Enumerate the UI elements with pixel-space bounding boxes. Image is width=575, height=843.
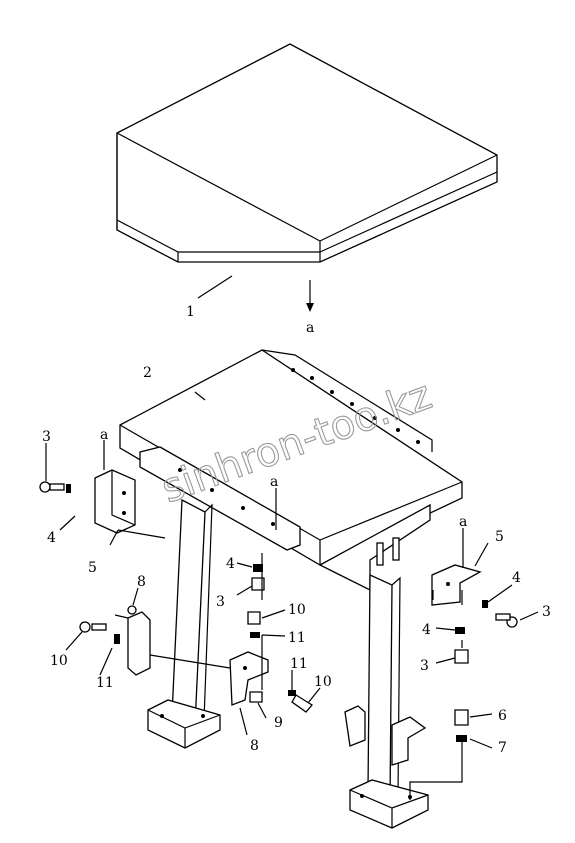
label-ref-a-mid: a bbox=[270, 474, 278, 490]
clamp-right-leg bbox=[344, 705, 427, 766]
label-ref-a-top: a bbox=[306, 320, 314, 336]
bracket-8-mid bbox=[229, 651, 269, 706]
label-part-5-left: 5 bbox=[88, 560, 97, 576]
label-part-8-left: 8 bbox=[137, 574, 146, 590]
label-part-4-right-lower: 4 bbox=[422, 622, 431, 638]
label-part-3-right-lower: 3 bbox=[420, 658, 429, 674]
label-ref-a-left: a bbox=[100, 427, 108, 443]
label-part-7: 7 bbox=[498, 740, 507, 756]
part-labels: 1 a 2 3 a a 4 5 4 3 8 10 11 11 10 10 11 … bbox=[42, 304, 551, 756]
label-part-3-left: 3 bbox=[42, 429, 51, 445]
label-part-9: 9 bbox=[274, 715, 283, 731]
fasteners bbox=[39, 481, 518, 742]
label-part-10-mid: 10 bbox=[288, 602, 306, 618]
label-part-2: 2 bbox=[143, 365, 152, 381]
bracket-right bbox=[431, 564, 482, 606]
label-part-11-mid: 11 bbox=[288, 630, 306, 646]
label-part-8-mid: 8 bbox=[250, 738, 259, 754]
bracket-left bbox=[94, 469, 136, 534]
leader-lines bbox=[45, 391, 539, 800]
label-part-11-left: 11 bbox=[96, 675, 114, 691]
label-part-3-mid: 3 bbox=[216, 594, 225, 610]
seat-cushion bbox=[116, 43, 498, 263]
arrow-a-top bbox=[306, 280, 314, 312]
left-leg bbox=[147, 498, 221, 749]
label-part-10-lower: 10 bbox=[314, 674, 332, 690]
bracket-8-left bbox=[114, 605, 151, 676]
label-part-5-right: 5 bbox=[495, 529, 504, 545]
label-part-4-right: 4 bbox=[512, 570, 521, 586]
label-part-4-left: 4 bbox=[47, 530, 56, 546]
label-part-6: 6 bbox=[498, 708, 507, 724]
label-part-11-lower: 11 bbox=[290, 656, 308, 672]
label-part-4-mid: 4 bbox=[226, 556, 235, 572]
right-leg bbox=[349, 573, 429, 829]
frame-rail bbox=[139, 446, 431, 592]
label-part-3-right: 3 bbox=[542, 604, 551, 620]
label-part-1: 1 bbox=[186, 304, 195, 320]
label-ref-a-right: a bbox=[459, 514, 467, 530]
label-part-10-left: 10 bbox=[50, 653, 68, 669]
